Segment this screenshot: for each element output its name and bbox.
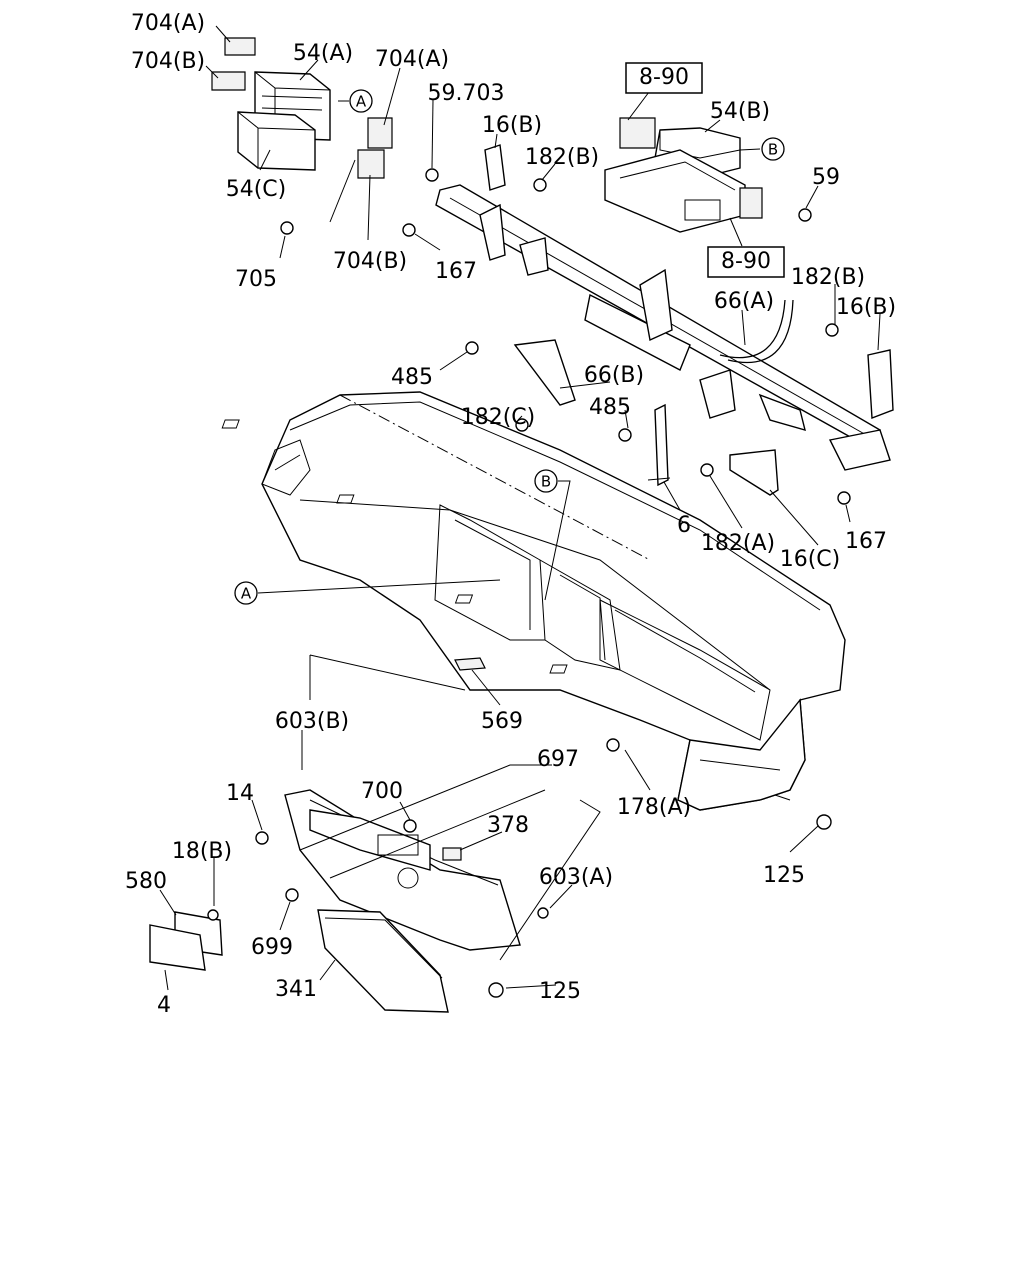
part-label-l182c: 182(C): [461, 405, 536, 430]
part-label-l59703: 59.703: [428, 81, 505, 106]
part-label-l178a: 178(A): [617, 795, 691, 820]
part-label-l182b2: 182(B): [791, 265, 865, 290]
part-label-l6: 6: [677, 513, 691, 538]
part-label-l569: 569: [481, 709, 523, 734]
part-label-l485b: 485: [589, 395, 631, 420]
part-label-l341: 341: [275, 977, 317, 1002]
callout-cB1: B: [761, 137, 785, 161]
callout-letter: A: [241, 585, 252, 603]
callout-circle: [349, 89, 373, 113]
part-label-l16b2: 16(B): [836, 295, 896, 320]
part-label-l16c: 16(C): [780, 547, 841, 572]
part-label-l182a: 182(A): [701, 531, 775, 556]
part-label-l705: 705: [235, 267, 277, 292]
part-label-l66b: 66(B): [584, 363, 644, 388]
part-label-l603b: 603(B): [275, 709, 349, 734]
callout-cB2: B: [534, 469, 558, 493]
callout-letter: B: [768, 141, 778, 159]
callout-letter: B: [541, 473, 551, 491]
lower-trim-panel: [149, 789, 521, 1013]
callout-circle: [761, 137, 785, 161]
instrument-panel-body: [221, 391, 846, 811]
part-label-l66a: 66(A): [714, 289, 774, 314]
part-label-l378: 378: [487, 813, 529, 838]
part-label-l54a: 54(A): [293, 41, 353, 66]
part-label-l54c: 54(C): [226, 177, 287, 202]
part-label-l14: 14: [226, 781, 254, 806]
callout-cA2: A: [234, 581, 258, 605]
part-label-l54b: 54(B): [710, 99, 770, 124]
part-label-l697: 697: [537, 747, 579, 772]
part-label-l890b: 8-90: [721, 249, 771, 274]
part-label-l699: 699: [251, 935, 293, 960]
part-label-l580: 580: [125, 869, 167, 894]
part-label-l890a: 8-90: [639, 65, 689, 90]
part-label-l18b: 18(B): [172, 839, 232, 864]
part-label-l4: 4: [157, 993, 171, 1018]
callout-circle: [234, 581, 258, 605]
radio-and-pocket-54b: [604, 117, 763, 233]
part-label-l167a: 167: [435, 259, 477, 284]
part-label-l704a1: 704(A): [131, 11, 205, 36]
part-label-l704b2: 704(B): [333, 249, 407, 274]
part-number-labels: 704(A) 704(B) 54(A) 704(A) 59.703 16(B) 182(B)…: [125, 11, 896, 1018]
part-label-l700: 700: [361, 779, 403, 804]
part-label-l59: 59: [812, 165, 840, 190]
part-label-l603a: 603(A): [539, 865, 613, 890]
part-label-l125a: 125: [763, 863, 805, 888]
callout-circle: [534, 469, 558, 493]
pocket-assembly-54: [211, 37, 393, 179]
reference-box-l890b: [707, 246, 785, 278]
cross-member-beam: [435, 144, 894, 496]
part-label-l704b1: 704(B): [131, 49, 205, 74]
reference-box-l890a: [625, 62, 703, 94]
part-label-l16b1: 16(B): [482, 113, 542, 138]
part-label-l125b: 125: [539, 979, 581, 1004]
part-label-l182b1: 182(B): [525, 145, 599, 170]
callout-markers: A B B A: [234, 89, 785, 605]
callout-cA1: A: [349, 89, 373, 113]
reference-boxes: [625, 62, 785, 278]
leader-lines: [159, 25, 881, 991]
part-label-l704a2: 704(A): [375, 47, 449, 72]
callout-letter: A: [356, 93, 367, 111]
part-label-l167b: 167: [845, 529, 887, 554]
fasteners: [207, 168, 851, 998]
part-label-l485a: 485: [391, 365, 433, 390]
